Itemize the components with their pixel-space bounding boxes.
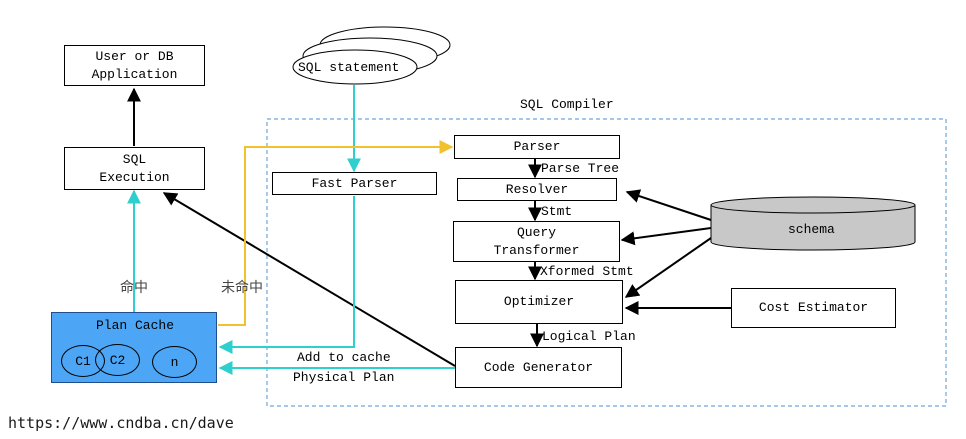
parser-box: Parser	[454, 135, 620, 159]
codegen-to-execution-arrow	[162, 192, 456, 367]
plan-cache-title: Plan Cache	[95, 318, 174, 333]
schema-label: schema	[788, 222, 835, 237]
source-url-watermark: https://www.cndba.cn/dave	[8, 414, 234, 432]
cache-entry-n: n	[152, 346, 197, 378]
schema-to-transformer-arrow	[620, 227, 712, 246]
sql-compiler-label: SQL Compiler	[520, 97, 614, 112]
logical-plan-label: Logical Plan	[542, 329, 636, 344]
sql-compiler-region	[266, 118, 947, 407]
fast-parser-box: Fast Parser	[272, 172, 437, 195]
sql-execution-box: SQL Execution	[64, 147, 205, 190]
cache-entry-c2: C2	[95, 344, 140, 376]
fast-parser-to-plan-cache-arrow	[218, 196, 355, 354]
cache-miss-label: 未命中	[221, 280, 263, 296]
user-db-application-box: User or DB Application	[64, 45, 205, 86]
sql-statement-cloud-front	[292, 49, 418, 85]
add-to-cache-label: Add to cache	[297, 350, 391, 365]
schema-cylinder-top	[710, 196, 916, 214]
query-transformer-box: Query Transformer	[453, 221, 620, 262]
physical-plan-label: Physical Plan	[293, 370, 395, 385]
xformed-stmt-label: Xformed Stmt	[540, 264, 634, 279]
parse-tree-label: Parse Tree	[541, 161, 620, 176]
cost-estimator-box: Cost Estimator	[731, 288, 896, 328]
code-generator-box: Code Generator	[455, 347, 622, 388]
plan-cache-box: Plan Cache C1 C2 n	[51, 312, 217, 383]
schema-to-optimizer-arrow	[624, 237, 712, 298]
schema-cylinder-body	[710, 204, 916, 251]
sql-statement-label: SQL statement	[298, 60, 400, 75]
schema-to-resolver-arrow	[625, 189, 712, 221]
cache-hit-label: 命中	[120, 280, 148, 296]
plan-cache-miss-arrow	[218, 140, 454, 326]
optimizer-box: Optimizer	[455, 280, 623, 324]
stmt-label: Stmt	[541, 204, 573, 219]
resolver-box: Resolver	[457, 178, 617, 201]
